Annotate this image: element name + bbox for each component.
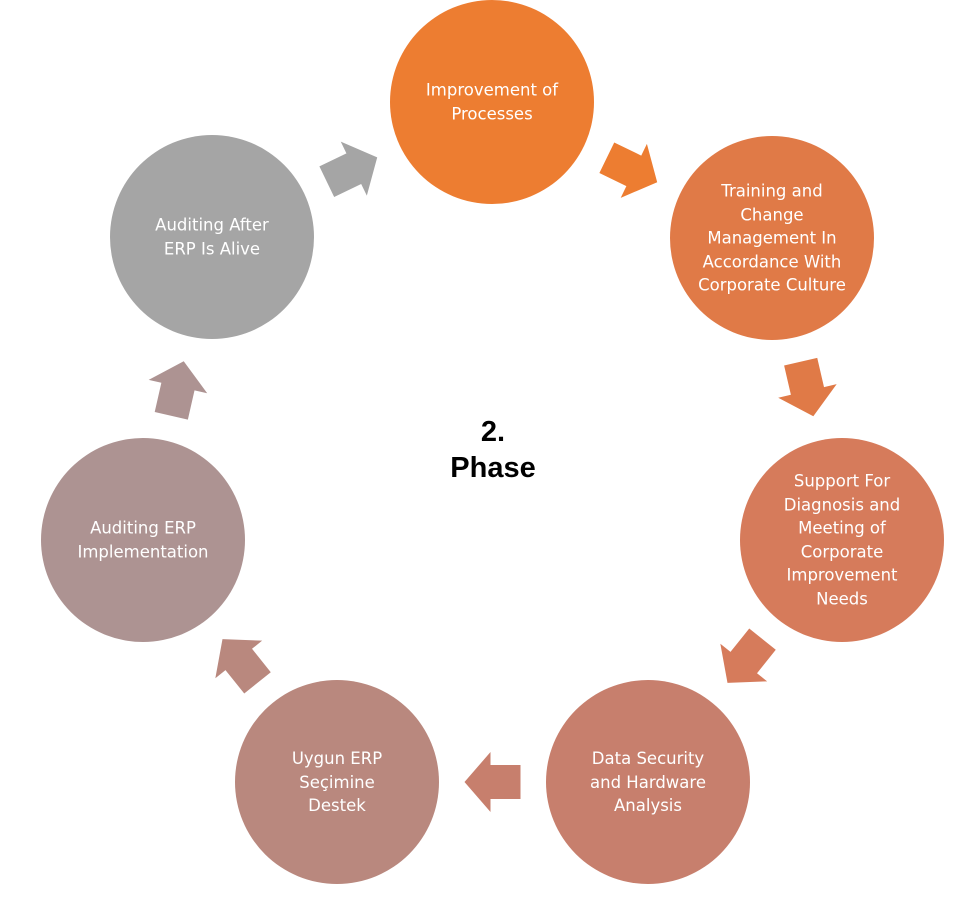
phase-node-circle [41, 438, 245, 642]
phase-node-label: Improvement of Processes [425, 80, 559, 124]
flow-arrow-icon [778, 357, 837, 417]
phase-node-circle [670, 136, 874, 340]
flow-arrow-icon [319, 141, 378, 197]
phase-node-label: Auditing ERP Implementation [77, 518, 209, 562]
phase-node-label: Uygun ERP Seçimine Destek [291, 748, 383, 815]
phase-title: Phase [450, 452, 536, 484]
flow-arrow-icon [464, 752, 521, 812]
phase-number: 2. [480, 416, 506, 448]
phase-node-label: Training and Change Management In Accord… [698, 181, 846, 295]
phase-node-circle [235, 680, 439, 884]
phase-node-circle [546, 680, 750, 884]
flow-arrow-icon [215, 639, 271, 694]
phase-node-circle [390, 0, 594, 204]
phase-node-label: Auditing After ERP Is Alive [155, 215, 269, 259]
flow-arrow-icon [599, 142, 658, 198]
phase-node-circle [740, 438, 944, 642]
flow-arrow-icon [148, 361, 208, 420]
flow-arrow-icon [720, 628, 776, 683]
phase-node-label: Data Security and Hardware Analysis [590, 748, 706, 815]
phase-label: 2. Phase [450, 414, 535, 486]
phase-node-circle [110, 135, 314, 339]
phase-node-label: Support For Diagnosis and Meeting of Cor… [783, 471, 901, 609]
